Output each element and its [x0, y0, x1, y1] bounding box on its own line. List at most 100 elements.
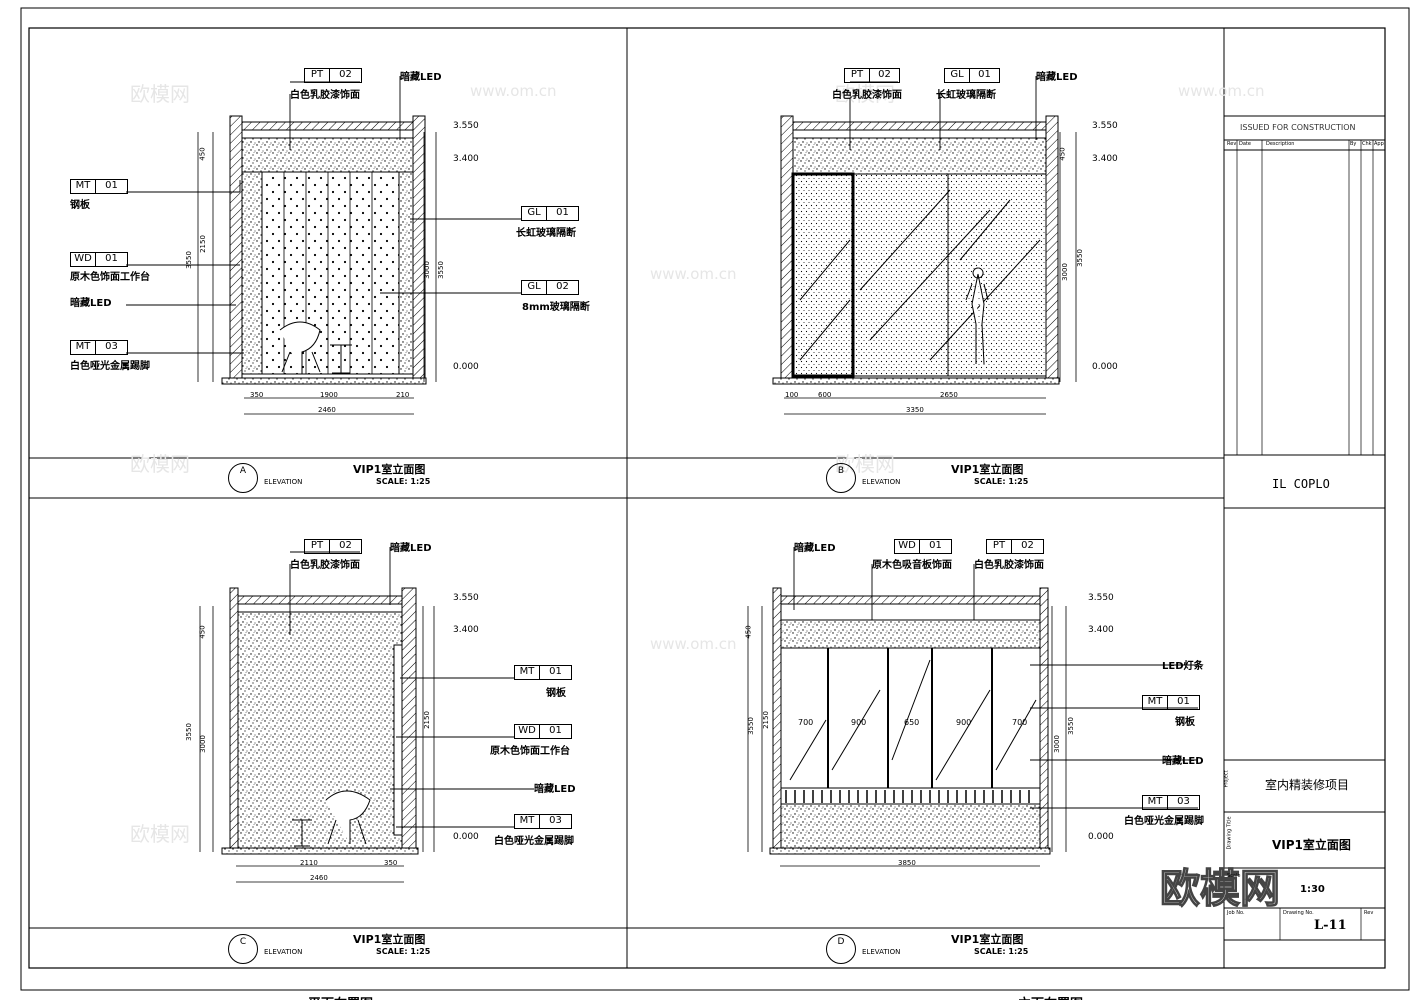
view-marker: A	[228, 463, 258, 493]
level-mark: 3.400	[1088, 625, 1114, 635]
floor	[769, 847, 1051, 855]
level-mark: 0.000	[453, 362, 479, 372]
panel-width: 900	[956, 718, 972, 727]
drawing-no-label: Drawing No.	[1283, 910, 1314, 916]
tag-desc: 钢板	[1175, 717, 1195, 728]
table	[292, 819, 312, 847]
dim-text: 2460	[318, 406, 336, 414]
human-figure	[965, 267, 989, 365]
dim-text: 3850	[898, 859, 916, 867]
dim-text: 350	[250, 391, 264, 399]
tag-desc: 暗藏LED	[534, 784, 576, 795]
tag-desc: 长虹玻璃隔断	[936, 90, 996, 101]
dim-text: 3550	[184, 723, 193, 741]
view-marker: B	[826, 463, 856, 493]
project-name: 室内精装修项目	[1265, 778, 1350, 792]
tag-desc: 8mm玻璃隔断	[522, 302, 590, 313]
dim-text: 3000	[198, 735, 207, 753]
ceiling-band	[780, 619, 1041, 649]
dim-text: 450	[744, 625, 753, 639]
speckled-wall	[237, 611, 403, 849]
view-subtitle: ELEVATION	[862, 948, 901, 956]
slab	[241, 121, 414, 131]
watermark-brand: 欧模网	[130, 822, 190, 846]
dim-text: 3000	[422, 261, 431, 279]
client-name: IL COPLO	[1272, 477, 1330, 491]
watermark-brand: 欧模网	[130, 82, 190, 106]
dim-text: 3550	[184, 251, 193, 269]
dim-text: 2460	[310, 874, 328, 882]
ceiling-band	[241, 137, 414, 173]
level-mark: 0.000	[1088, 832, 1114, 842]
view-title: VIP1室立面图	[353, 933, 426, 946]
dim-text: 450	[1058, 147, 1067, 161]
tag-desc: 暗藏LED	[1162, 756, 1204, 767]
view-scale: SCALE: 1:25	[376, 947, 431, 956]
floor	[772, 377, 1060, 385]
view-scale: SCALE: 1:25	[376, 477, 431, 486]
floor	[221, 377, 427, 385]
dim-text: 3550	[746, 717, 755, 735]
tag-desc: 白色哑光金属踢脚	[70, 361, 150, 372]
level-mark: 0.000	[1092, 362, 1118, 372]
tag-desc: 白色哑光金属踢脚	[494, 836, 574, 847]
watermark-brand: 欧模网	[130, 452, 190, 476]
elevation-a	[221, 115, 427, 385]
lower-speckle	[780, 803, 1041, 849]
dim-text: 450	[198, 147, 207, 161]
dim-text: 3550	[436, 261, 445, 279]
dim-text: 100	[785, 391, 799, 399]
watermark-site: www.om.cn	[650, 635, 737, 653]
chair	[325, 790, 371, 845]
tag-desc: 原木色饰面工作台	[70, 272, 150, 283]
dim-text: 350	[384, 859, 398, 867]
floor	[221, 847, 419, 855]
view-subtitle: ELEVATION	[264, 948, 303, 956]
watermark-site: www.om.cn	[1178, 82, 1265, 100]
scale-label: Scale	[1227, 873, 1241, 879]
view-title: VIP1室立面图	[353, 463, 426, 476]
level-mark: 3.400	[453, 625, 479, 635]
tag-desc: 白色乳胶漆饰面	[290, 90, 360, 101]
level-mark: 3.550	[1092, 121, 1118, 131]
watermark-site: www.om.cn	[470, 82, 557, 100]
dim-text: 210	[396, 391, 410, 399]
dim-text: 3550	[1066, 717, 1075, 735]
view-scale: SCALE: 1:25	[974, 477, 1029, 486]
scale-value: 1:30	[1300, 884, 1325, 895]
slab	[780, 595, 1041, 605]
dim-text: 450	[198, 625, 207, 639]
ceiling-band	[792, 137, 1047, 175]
side-panel	[241, 171, 263, 375]
slab	[237, 595, 403, 605]
sheet-border-outer	[20, 7, 1410, 991]
panel-width: 700	[798, 718, 814, 727]
tag-desc: 原木色饰面工作台	[490, 746, 570, 757]
side-table	[330, 344, 352, 374]
bottom-label: 立面布置图	[1018, 993, 1083, 1000]
elevation-b	[772, 115, 1060, 385]
tag-desc: 钢板	[70, 200, 90, 211]
tag-desc: 暗藏LED	[70, 298, 112, 309]
door-frame	[791, 172, 855, 378]
slab	[792, 121, 1047, 131]
drawing-no: L-11	[1314, 918, 1347, 933]
dim-text: 3000	[1060, 263, 1069, 281]
glass-wall	[780, 647, 1041, 789]
tag-desc: 白色哑光金属踢脚	[1124, 816, 1204, 827]
tag-desc: 原木色吸音板饰面	[872, 560, 952, 571]
bottom-label: 平面布置图	[308, 993, 373, 1000]
tag-desc: 长虹玻璃隔断	[516, 228, 576, 239]
